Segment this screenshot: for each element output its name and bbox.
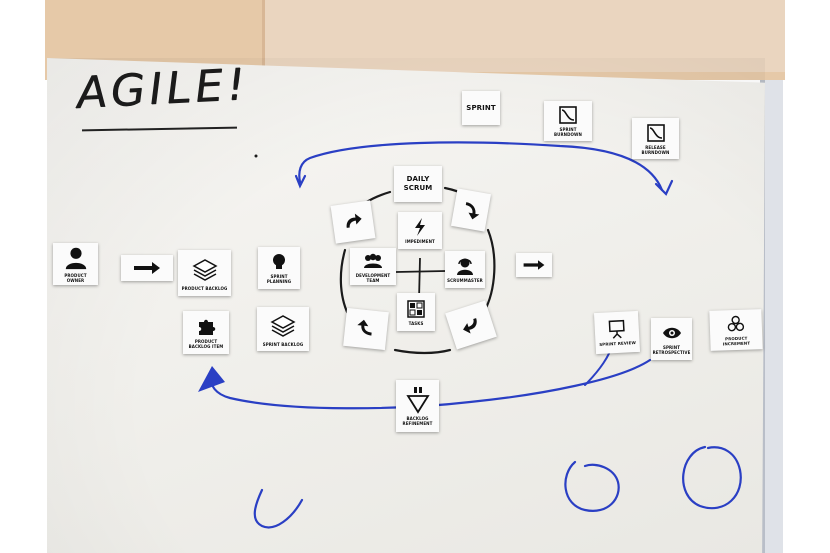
card-sprint-retrospective-label: SPRINT RETROSPECTIVE (652, 345, 691, 355)
lightbulb-icon (273, 254, 285, 269)
presentation-icon (608, 319, 625, 339)
card-sprint: SPRINT (462, 91, 500, 125)
card-sprint-review: SPRINT REVIEW (593, 310, 641, 355)
arrowhead-bottom-left (198, 366, 225, 392)
marker-dot (254, 154, 258, 158)
card-daily-scrum-label: DAILY SCRUM (403, 175, 433, 192)
stack-icon (191, 258, 218, 281)
curved-arrow-icon (463, 318, 477, 334)
wall-seam (262, 0, 265, 72)
card-impediment: IMPEDIMENT (398, 212, 442, 249)
arrowhead-left-top (294, 174, 307, 189)
card-development-team: DEVELOPMENT TEAM (350, 248, 396, 285)
card-product-increment: PRODUCT INCREMENT (709, 309, 763, 351)
card-arrow-left (121, 255, 173, 281)
card-product-owner: PRODUCT OWNER (53, 243, 98, 285)
wall-panel (265, 0, 785, 72)
card-sprint-review-label: SPRINT REVIEW (599, 340, 637, 347)
card-arrow-curve-tr (450, 188, 492, 232)
puzzle-icon (199, 319, 216, 335)
card-sprint-planning-label: SPRINT PLANNING (266, 274, 292, 284)
card-tasks-label: TASKS (408, 320, 424, 326)
card-sprint-burndown-label: SPRINT BURNDOWN (553, 127, 582, 137)
blue-doodle-left (253, 488, 304, 529)
card-product-increment-label: PRODUCT INCREMENT (722, 335, 751, 347)
person-icon (65, 247, 86, 270)
card-sprint-label: SPRINT (466, 104, 496, 112)
card-product-backlog: PRODUCT BACKLOG (178, 250, 231, 296)
card-impediment-label: IMPEDIMENT (405, 239, 435, 244)
card-product-backlog-item-label: PRODUCT BACKLOG ITEM (188, 338, 224, 349)
whiteboard-frame (765, 80, 783, 553)
hexagons-icon (727, 315, 745, 332)
card-development-team-label: DEVELOPMENT TEAM (355, 272, 391, 283)
card-scrummaster-label: SCRUMMASTER (447, 278, 483, 283)
card-product-backlog-item: PRODUCT BACKLOG ITEM (183, 311, 229, 354)
card-sprint-backlog: SPRINT BACKLOG (257, 307, 309, 351)
sprint-loop-arrow-top (298, 141, 664, 192)
card-arrow-curve-br (445, 300, 497, 350)
cross-horizontal (395, 270, 447, 273)
card-release-burndown-label: RELEASE BURNDOWN (641, 144, 670, 155)
card-sprint-burndown: SPRINT BURNDOWN (544, 101, 592, 141)
eye-icon (662, 327, 681, 339)
lightning-icon (415, 218, 425, 236)
card-tasks: TASKS (397, 293, 435, 331)
chart-down-icon (646, 123, 665, 142)
card-product-owner-label: PRODUCT OWNER (64, 273, 87, 283)
card-backlog-refinement: BACKLOG REFINEMENT (396, 380, 439, 432)
scrum-circle-arc-3 (482, 228, 496, 314)
team-icon (364, 253, 382, 268)
card-sprint-backlog-label: SPRINT BACKLOG (262, 341, 304, 347)
chart-down-icon (559, 106, 577, 124)
grid-icon (407, 299, 425, 318)
card-sprint-retrospective: SPRINT RETROSPECTIVE (651, 318, 692, 360)
card-product-backlog-label: PRODUCT BACKLOG (181, 285, 228, 291)
curved-arrow-icon (465, 202, 480, 220)
scrum-circle-arc-5 (393, 348, 452, 355)
card-release-burndown: RELEASE BURNDOWN (632, 118, 679, 159)
stack-icon (270, 314, 296, 337)
card-arrow-curve-tl (330, 200, 376, 244)
curved-arrow-icon (357, 319, 372, 336)
card-arrow-right (516, 253, 552, 277)
funnel-icon (405, 387, 430, 414)
blue-doodle-right (682, 445, 742, 510)
card-scrummaster: SCRUMMASTER (445, 251, 485, 288)
arrow-right-icon (134, 262, 160, 274)
card-daily-scrum: DAILY SCRUM (394, 166, 442, 202)
card-arrow-curve-bl (343, 307, 389, 351)
feedback-loop-arrow-bottom (210, 358, 652, 410)
card-backlog-refinement-label: BACKLOG REFINEMENT (402, 416, 433, 426)
arrowhead-right-top (654, 179, 674, 196)
card-sprint-planning: SPRINT PLANNING (258, 247, 300, 289)
blue-doodle-middle (564, 460, 620, 512)
headset-icon (457, 258, 473, 275)
arrow-right-icon (523, 260, 545, 270)
curved-arrow-icon (346, 213, 362, 228)
